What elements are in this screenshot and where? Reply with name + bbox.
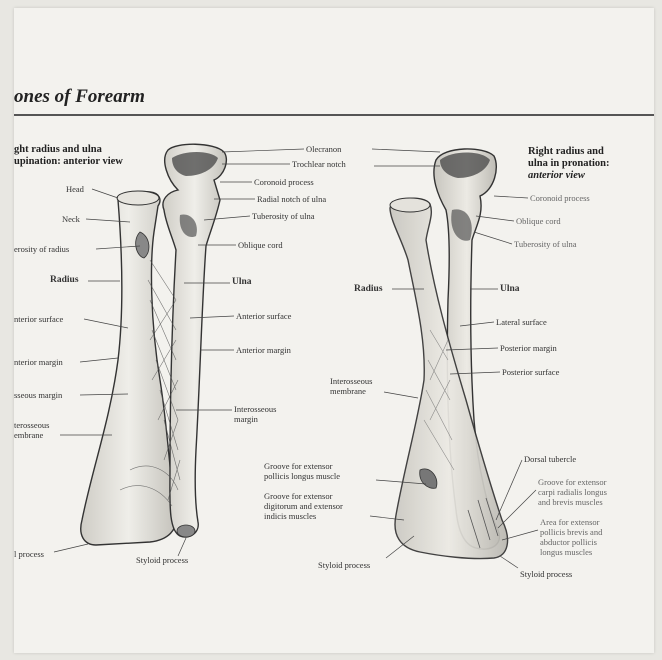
label-radius-right: Radius bbox=[354, 285, 383, 294]
label-ulna-left: Ulna bbox=[232, 278, 252, 287]
label-anterior-margin-ulna: Anterior margin bbox=[236, 346, 291, 355]
label-tuberosity-ulna: Tuberosity of ulna bbox=[252, 212, 315, 221]
label-interosseous-margin-ulna-1: Interosseous bbox=[234, 405, 277, 414]
label-posterior-margin: Posterior margin bbox=[500, 344, 557, 353]
left-view-heading: ght radius and ulna upination: anterior … bbox=[14, 144, 123, 168]
left-heading-line-2: upination: anterior view bbox=[14, 156, 123, 168]
label-styloid-process-radius-right: Styloid process bbox=[318, 561, 370, 570]
right-view-heading: Right radius and ulna in pronation: ante… bbox=[528, 146, 610, 182]
label-area-pollicis-3: abductor pollicis bbox=[540, 538, 597, 547]
right-heading-line-1: Right radius and bbox=[528, 146, 610, 158]
label-ulna-right: Ulna bbox=[500, 285, 520, 294]
label-styloid-process-ulna-left: Styloid process bbox=[136, 556, 188, 565]
label-radial-notch: Radial notch of ulna bbox=[257, 195, 326, 204]
label-interosseous-margin-radius: sseous margin bbox=[14, 391, 62, 400]
label-interosseous-membrane-right-2: membrane bbox=[330, 387, 366, 396]
label-interosseous-membrane-right-1: Interosseous bbox=[330, 377, 373, 386]
left-ulna-bone bbox=[163, 144, 226, 537]
label-interosseous-membrane-left-2: embrane bbox=[14, 431, 43, 440]
label-lateral-surface: Lateral surface bbox=[496, 318, 547, 327]
label-styloid-process-ulna-right: Styloid process bbox=[520, 570, 572, 579]
label-coronoid-process-right: Coronoid process bbox=[530, 194, 590, 203]
label-radius-left: Radius bbox=[50, 276, 79, 285]
label-interosseous-membrane-left-1: terosseous bbox=[14, 421, 49, 430]
left-radius-bone bbox=[81, 191, 176, 545]
left-heading-line-1: ght radius and ulna bbox=[14, 144, 123, 156]
label-posterior-surface: Posterior surface bbox=[502, 368, 559, 377]
label-coronoid-process: Coronoid process bbox=[254, 178, 314, 187]
label-tuberosity-radius: erosity of radius bbox=[14, 245, 69, 254]
label-groove-carpi-1: Groove for extensor bbox=[538, 478, 606, 487]
label-styloid-process-radius-left: l process bbox=[14, 550, 44, 559]
right-heading-line-3: anterior view bbox=[528, 170, 610, 182]
label-groove-ext-digitorum-2: digitorum and extensor bbox=[264, 502, 343, 511]
label-groove-ext-pollicis-2: pollicis longus muscle bbox=[264, 472, 340, 481]
label-head: Head bbox=[66, 185, 84, 194]
label-groove-carpi-3: and brevis muscles bbox=[538, 498, 603, 507]
label-olecranon: Olecranon bbox=[306, 145, 341, 154]
label-interosseous-margin-ulna-2: margin bbox=[234, 415, 258, 424]
label-groove-ext-digitorum-1: Groove for extensor bbox=[264, 492, 332, 501]
label-groove-carpi-2: carpi radialis longus bbox=[538, 488, 607, 497]
label-groove-ext-pollicis-1: Groove for extensor bbox=[264, 462, 332, 471]
label-tuberosity-ulna-right: Tuberosity of ulna bbox=[514, 240, 577, 249]
label-neck: Neck bbox=[62, 215, 80, 224]
label-area-pollicis-2: pollicis brevis and bbox=[540, 528, 602, 537]
label-area-pollicis-4: longus muscles bbox=[540, 548, 592, 557]
label-dorsal-tubercle: Dorsal tubercle bbox=[524, 455, 576, 464]
label-anterior-margin-radius: nterior margin bbox=[14, 358, 63, 367]
label-anterior-surface-ulna: Anterior surface bbox=[236, 312, 291, 321]
label-anterior-surface-radius: nterior surface bbox=[14, 315, 63, 324]
label-trochlear-notch: Trochlear notch bbox=[292, 160, 346, 169]
label-oblique-cord-left: Oblique cord bbox=[238, 241, 283, 250]
label-groove-ext-digitorum-3: indicis muscles bbox=[264, 512, 316, 521]
label-area-pollicis-1: Area for extensor bbox=[540, 518, 599, 527]
label-oblique-cord-right: Oblique cord bbox=[516, 217, 561, 226]
right-heading-line-2: ulna in pronation: bbox=[528, 158, 610, 170]
